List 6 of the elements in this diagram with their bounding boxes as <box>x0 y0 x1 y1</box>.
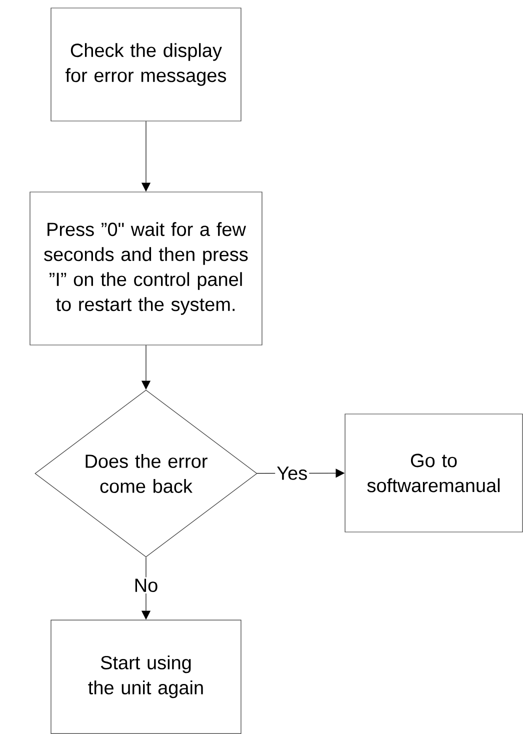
process-box: Start using the unit again <box>50 620 242 734</box>
process-box: Go to softwaremanual <box>344 414 523 532</box>
edge-label: No <box>132 577 160 594</box>
edge-label: Yes <box>275 465 310 482</box>
process-box: Press ”0" wait for a few seconds and then press ”I” on the control panel to restart the system. <box>30 192 262 346</box>
process-box: Check the display for error messages <box>50 8 242 122</box>
